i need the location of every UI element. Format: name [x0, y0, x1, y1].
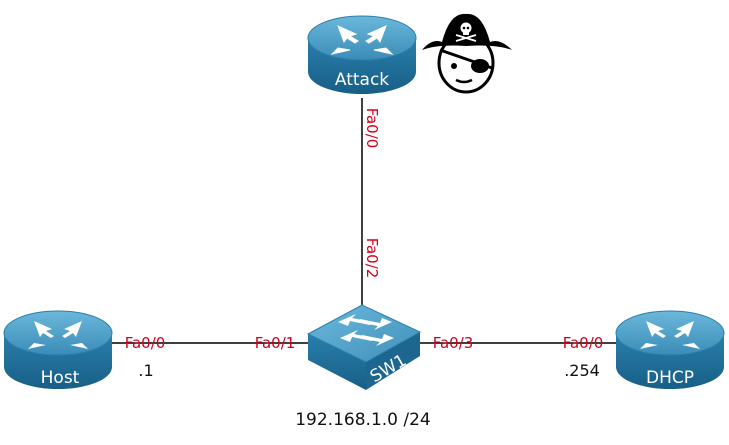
dhcp-address: .254: [564, 361, 600, 380]
port-sw1-fa0-3: Fa0/3: [433, 334, 474, 352]
router-host[interactable]: Host: [3, 310, 113, 389]
router-icon: [3, 310, 113, 389]
network-subnet-label: 192.168.1.0 /24: [295, 410, 431, 430]
switch-icon: [306, 304, 422, 390]
router-dhcp[interactable]: DHCP: [615, 310, 725, 389]
router-dhcp-label: DHCP: [646, 368, 694, 388]
pirate-icon: [422, 13, 512, 94]
port-sw1-fa0-1: Fa0/1: [255, 334, 296, 352]
router-host-label: Host: [41, 368, 80, 388]
port-attack-fa0-0: Fa0/0: [363, 108, 381, 149]
port-host-fa0-0: Fa0/0: [125, 334, 166, 352]
host-address: .1: [138, 361, 153, 380]
switch-sw1[interactable]: SW1: [306, 304, 422, 390]
router-icon: [307, 15, 417, 94]
router-attack[interactable]: Attack: [307, 15, 417, 94]
port-dhcp-fa0-0: Fa0/0: [563, 334, 604, 352]
router-icon: [615, 310, 725, 389]
router-attack-label: Attack: [335, 70, 389, 90]
port-sw1-fa0-2: Fa0/2: [363, 238, 381, 279]
